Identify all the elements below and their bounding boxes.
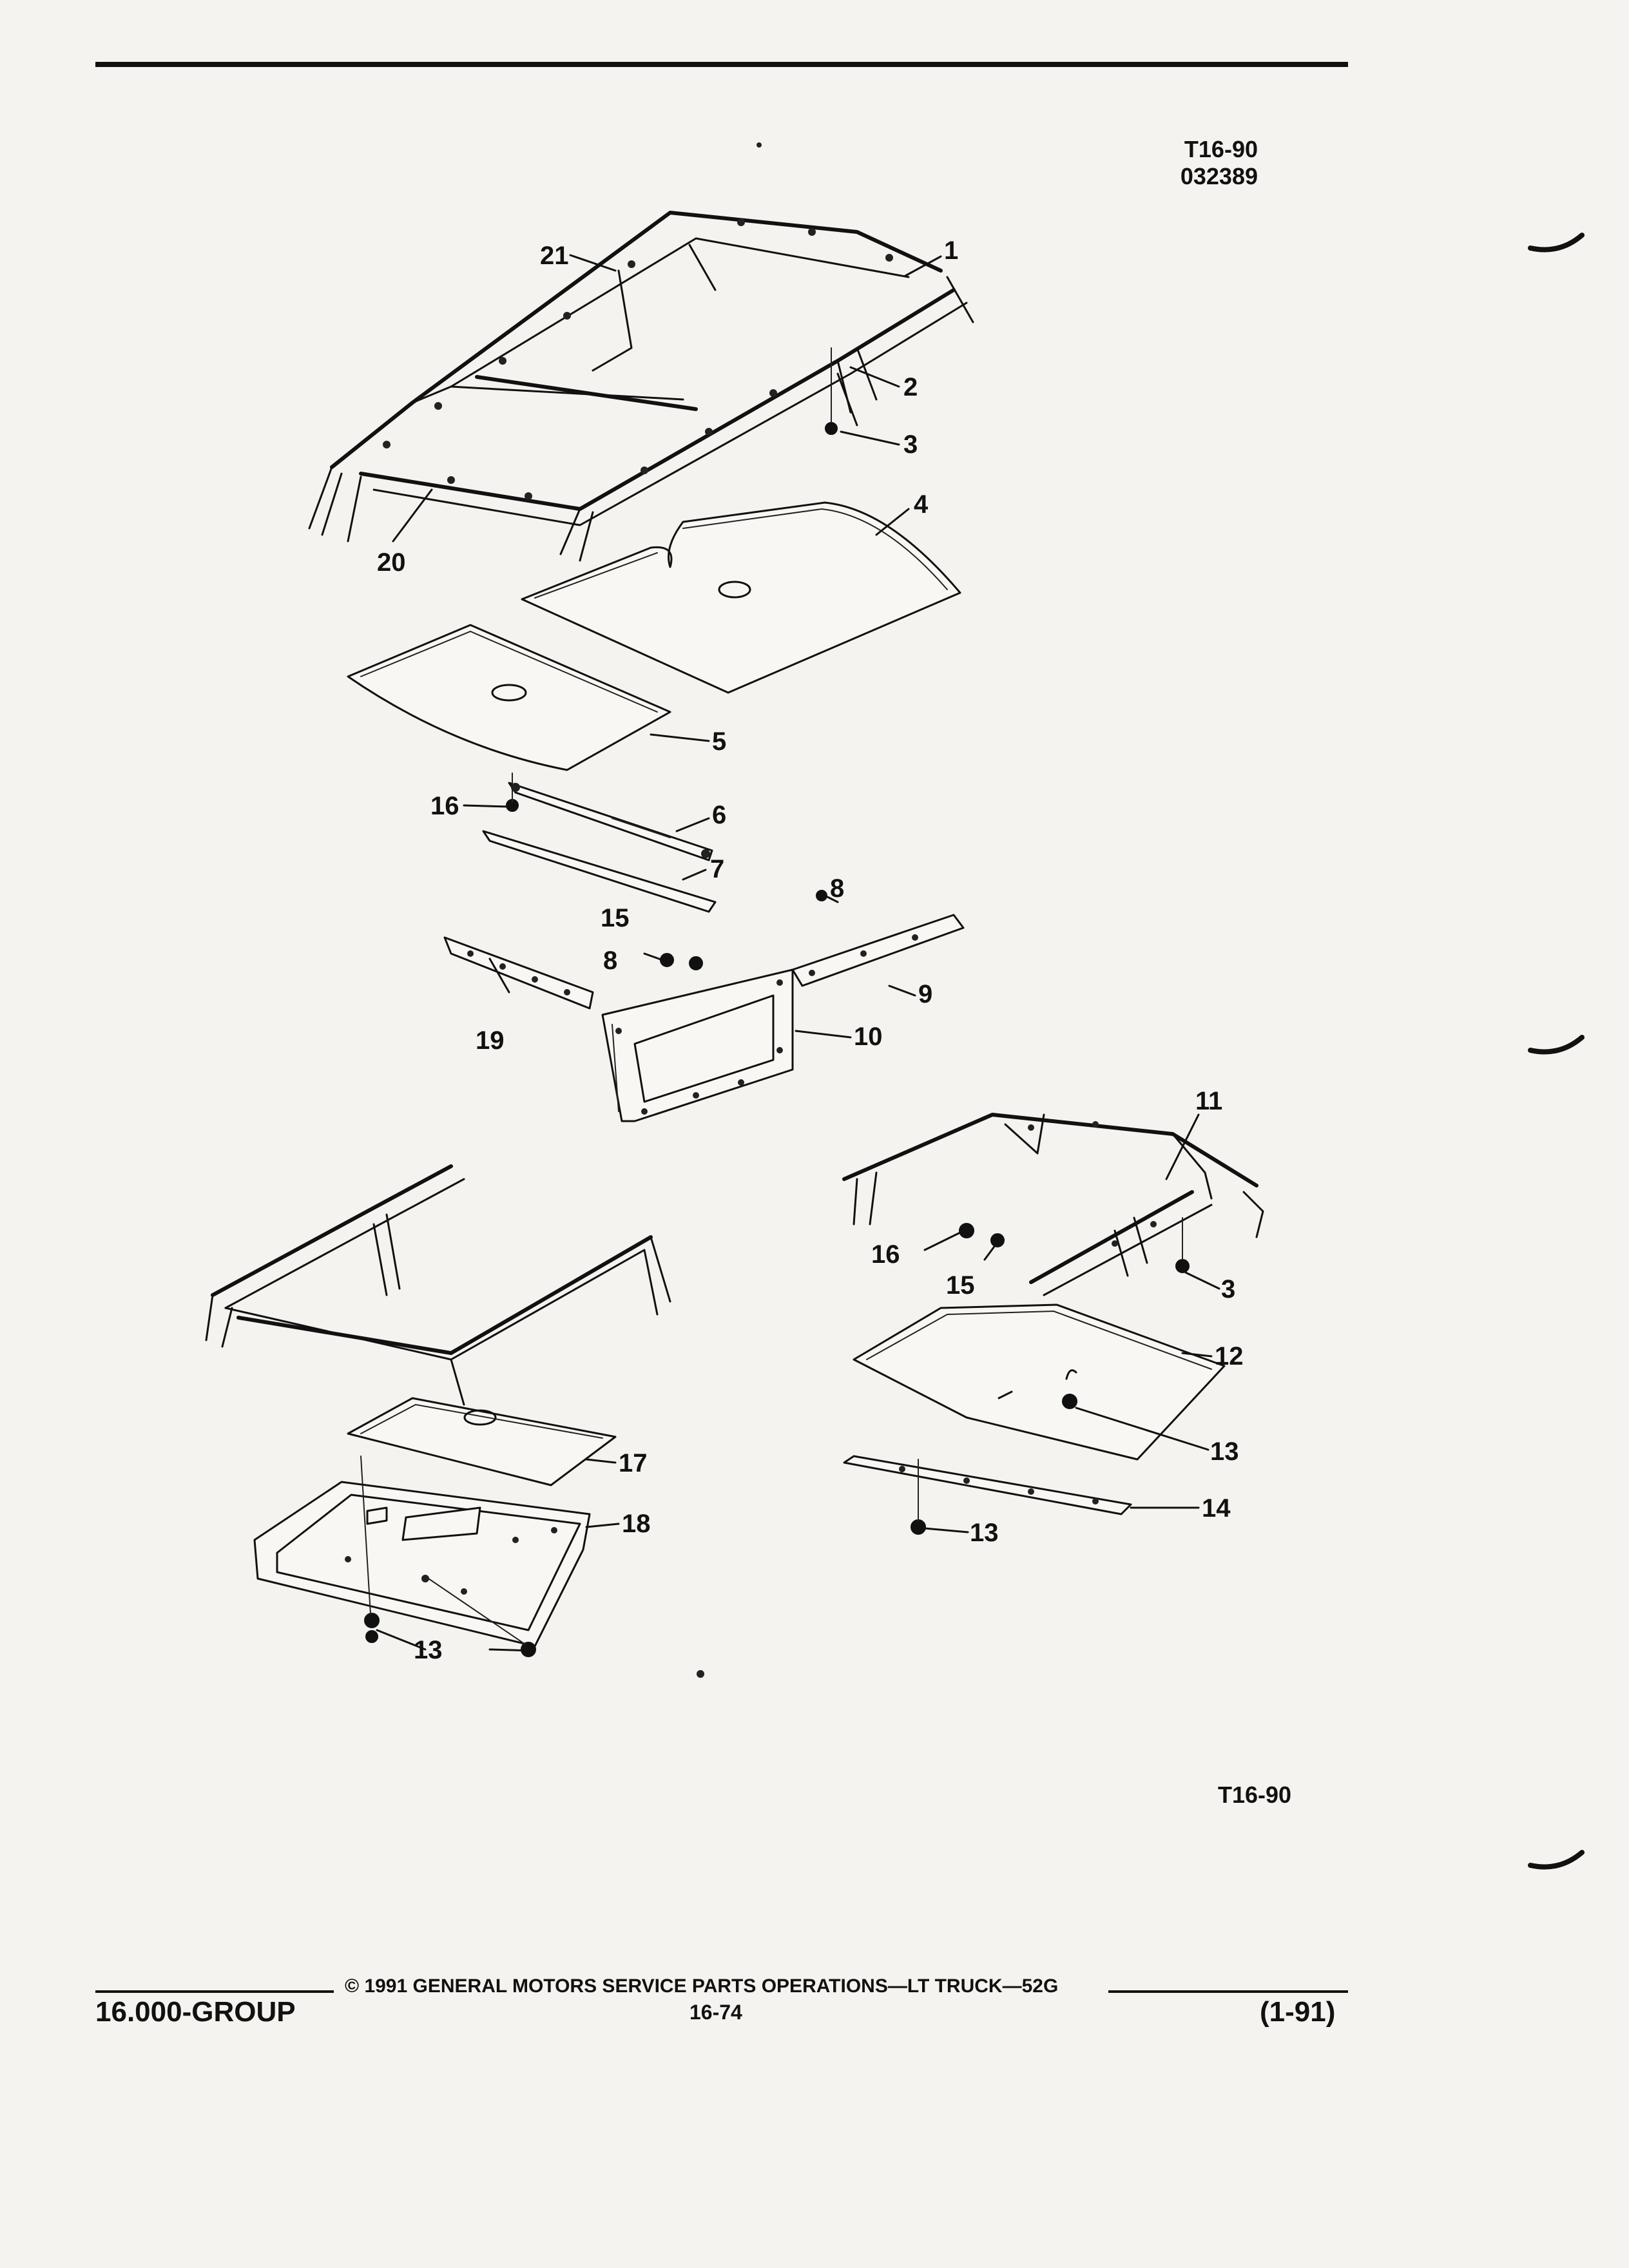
callout-16-right: 16 — [871, 1240, 900, 1269]
binder-marks — [1528, 233, 1585, 1870]
footer-rule-left — [95, 1990, 334, 1993]
callout-8-right: 8 — [830, 874, 844, 903]
molding-7 — [482, 830, 717, 913]
roof-frame-lower-left — [205, 1164, 671, 1406]
fasteners-lower-left — [360, 1456, 536, 1657]
roof-frame-right — [842, 1113, 1264, 1296]
headliner-panel-5 — [347, 624, 671, 771]
reference-date: 032389 — [1180, 163, 1258, 189]
reference-code: T16-90 — [1184, 136, 1258, 162]
top-rule — [95, 62, 1348, 67]
callout-3-top: 3 — [903, 430, 918, 459]
roof-frame-top — [308, 211, 974, 562]
molding-9 — [791, 914, 965, 987]
callout-3-right: 3 — [1221, 1275, 1235, 1303]
callout-12: 12 — [1215, 1342, 1244, 1370]
headliner-panel-4 — [521, 501, 961, 694]
callout-20: 20 — [377, 548, 406, 577]
headliner-panel-12 — [853, 1303, 1226, 1461]
callout-15-top: 15 — [601, 904, 630, 932]
callout-numbers: 21 1 2 3 4 20 5 16 6 7 8 15 8 9 19 10 11… — [377, 236, 1244, 1664]
callout-17: 17 — [619, 1449, 648, 1477]
footer-rule-right — [1108, 1990, 1348, 1993]
fasteners-right — [911, 1217, 1190, 1535]
callout-16-top: 16 — [430, 792, 459, 820]
callout-18: 18 — [622, 1510, 651, 1538]
callout-leaders — [376, 254, 1220, 1652]
callout-11: 11 — [1195, 1087, 1222, 1115]
callout-15-right: 15 — [946, 1271, 975, 1300]
callout-7: 7 — [710, 855, 724, 883]
callout-2: 2 — [903, 373, 918, 401]
bow-strip-6 — [508, 782, 713, 861]
specks — [697, 142, 762, 1678]
molding-19 — [443, 936, 594, 1010]
callout-1: 1 — [944, 236, 958, 265]
callout-6: 6 — [712, 801, 726, 829]
footer-revision: (1-91) — [1260, 1996, 1336, 2028]
callout-13-lower-left: 13 — [414, 1636, 443, 1664]
callout-9: 9 — [918, 980, 932, 1008]
footer-page-number: 16-74 — [689, 2001, 742, 2024]
fasteners-top — [506, 347, 838, 970]
callout-13-center: 13 — [970, 1519, 999, 1547]
callout-10: 10 — [854, 1023, 883, 1051]
frame-panel-10 — [601, 968, 794, 1122]
callout-5: 5 — [712, 727, 726, 756]
console-18 — [253, 1481, 591, 1648]
callout-21: 21 — [540, 242, 569, 270]
footer-copyright: © 1991 GENERAL MOTORS SERVICE PARTS OPER… — [345, 1975, 1059, 1997]
molding-14 — [843, 1455, 1132, 1515]
footer-group: 16.000-GROUP — [95, 1996, 296, 2028]
figure-code: T16-90 — [1218, 1782, 1292, 1808]
callout-8-left: 8 — [603, 947, 617, 975]
callout-14: 14 — [1202, 1494, 1231, 1523]
callout-13-right: 13 — [1210, 1437, 1239, 1466]
callout-19: 19 — [476, 1026, 505, 1055]
headliner-panel-17 — [347, 1397, 617, 1486]
callout-4: 4 — [914, 490, 929, 519]
